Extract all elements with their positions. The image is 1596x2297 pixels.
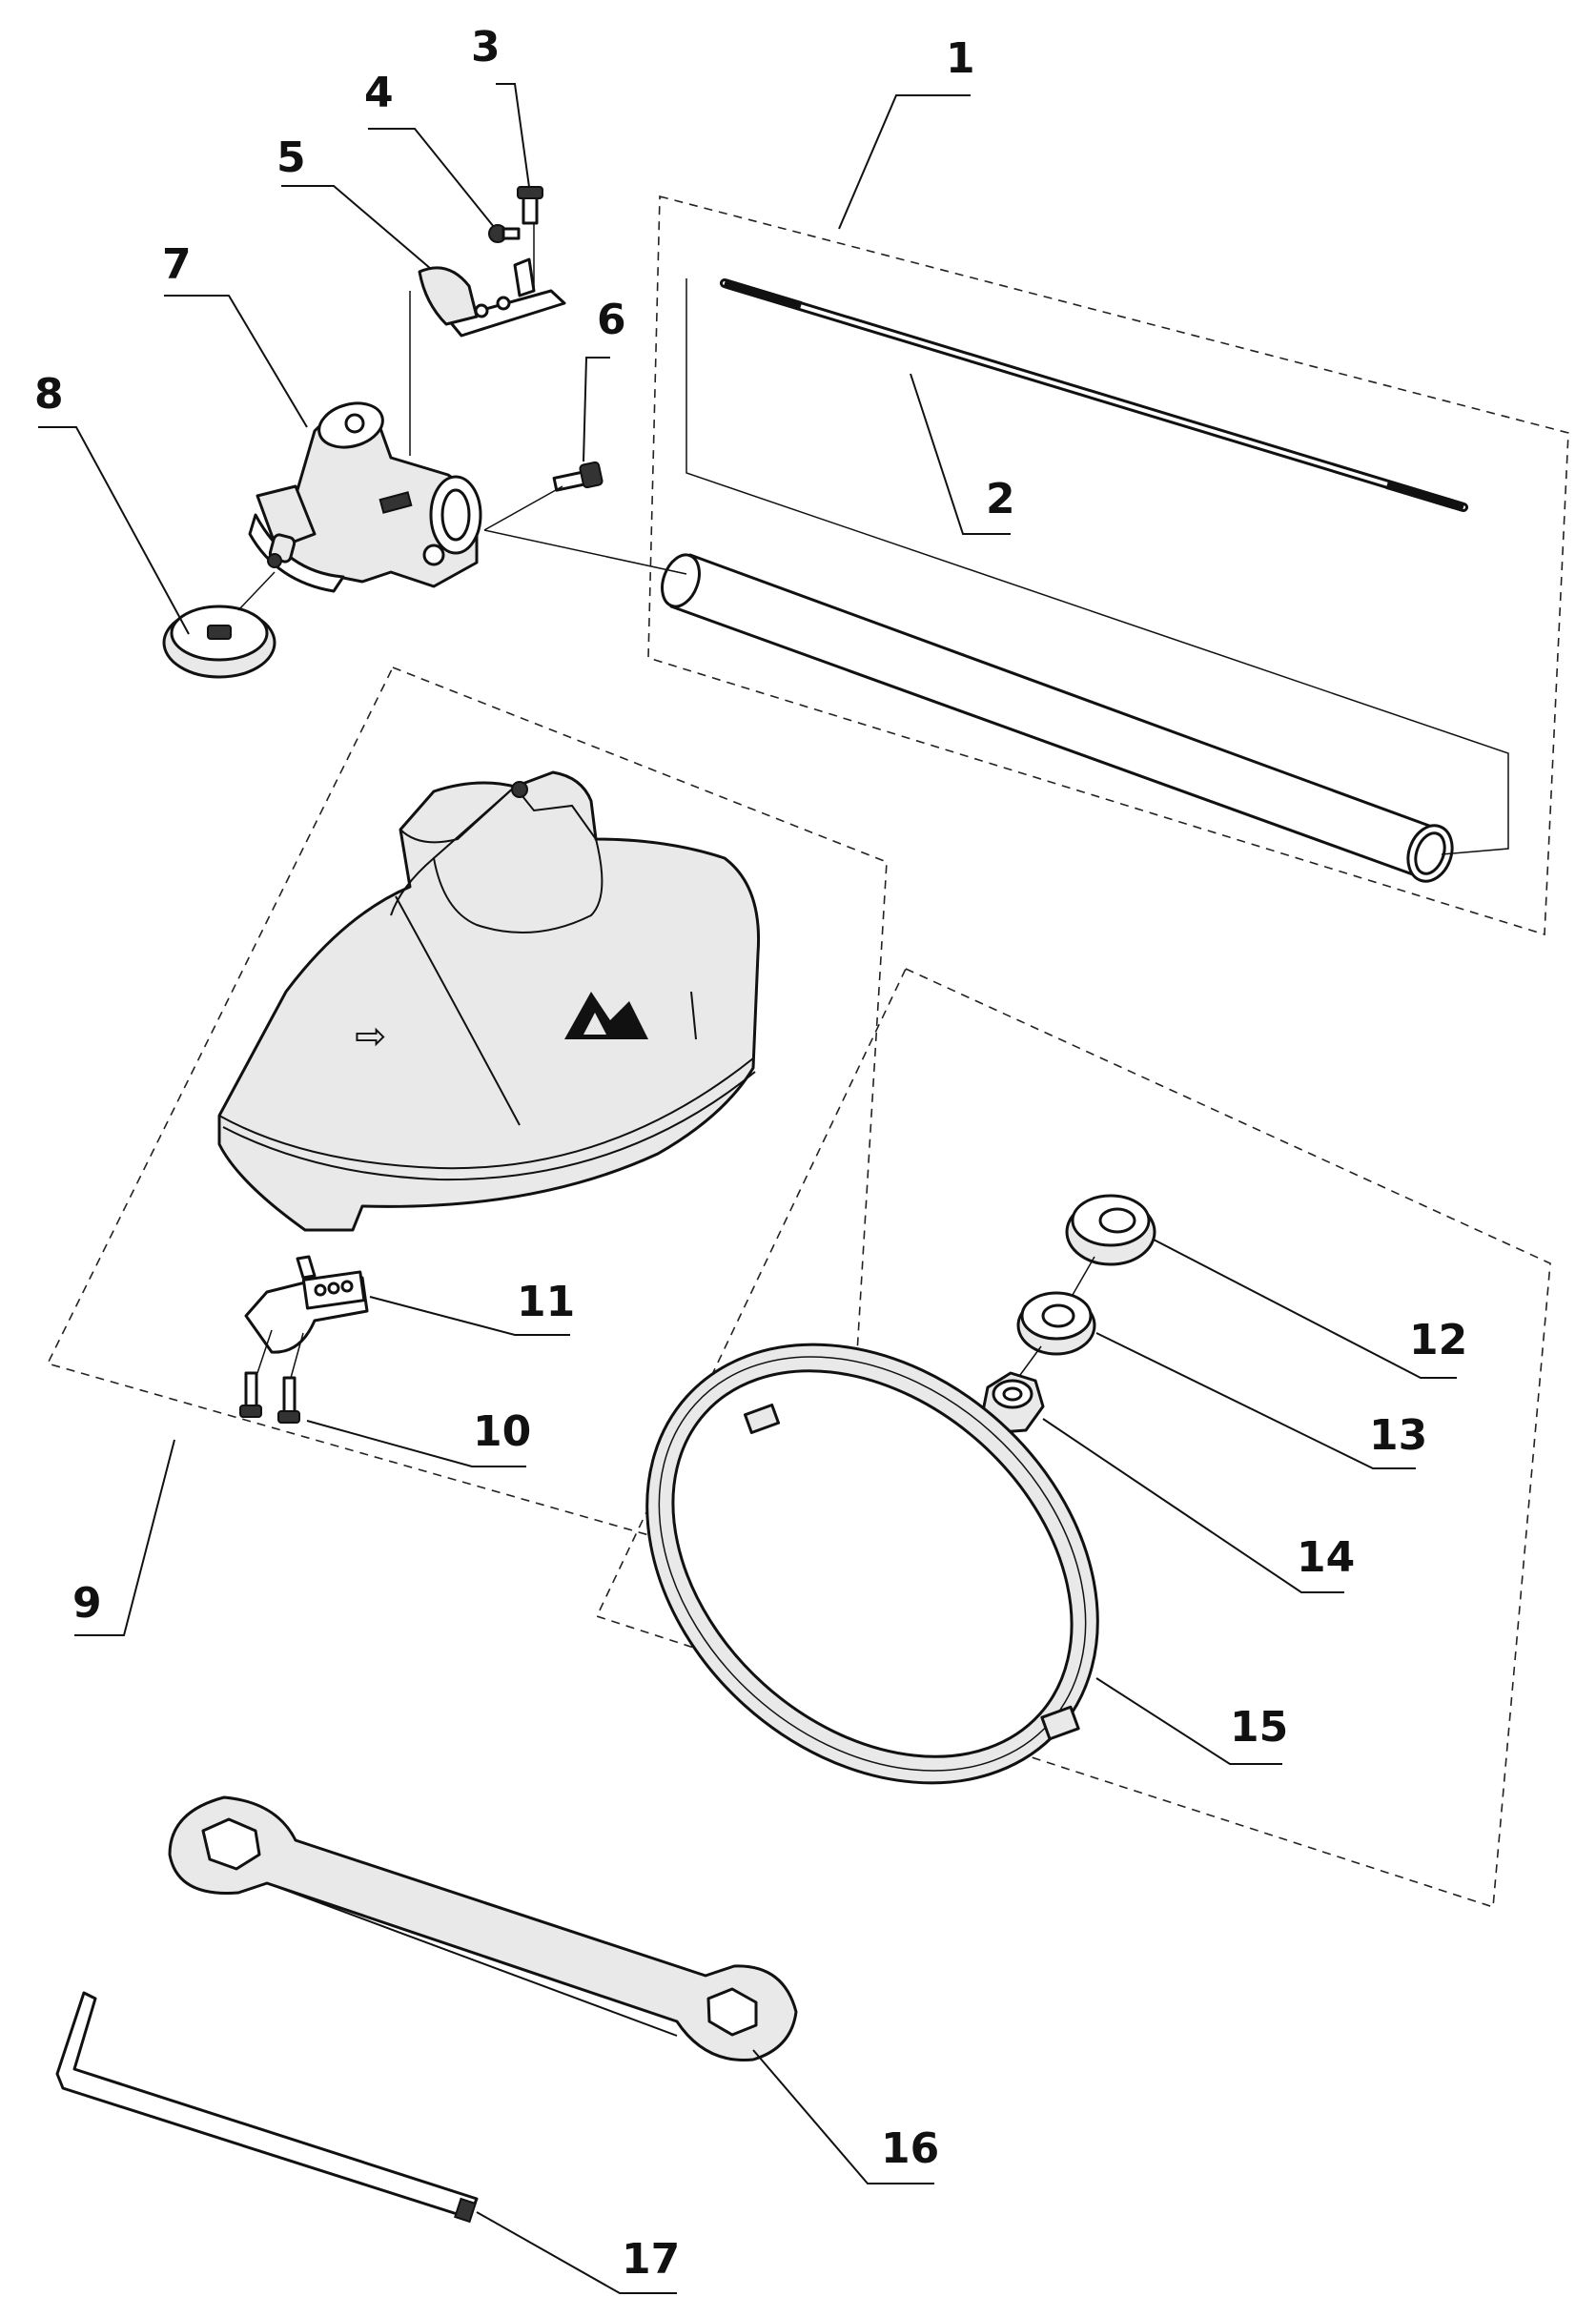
- label-part-11: 11: [517, 1278, 575, 1326]
- label-part-17: 17: [622, 2235, 680, 2284]
- label-part-10: 10: [473, 1407, 531, 1456]
- label-part-15: 15: [1230, 1703, 1288, 1752]
- bolt-6: [552, 461, 604, 492]
- clamp-bracket: [418, 257, 566, 338]
- label-part-6: 6: [597, 296, 626, 344]
- drive-shaft: [720, 278, 1468, 512]
- rotation-arrow-icon: ⇨: [355, 1015, 387, 1058]
- screw-3: [517, 186, 543, 225]
- guard-ring: [645, 1343, 1099, 1785]
- label-part-7: 7: [162, 240, 192, 289]
- brand-logo: [564, 992, 648, 1039]
- trimmer-guard: ⇨: [217, 770, 761, 1232]
- label-part-16: 16: [881, 2124, 939, 2173]
- line-cutter-blade: [244, 1255, 369, 1354]
- guard-group-box: [46, 666, 888, 1592]
- spacer-ring: [1016, 1291, 1096, 1356]
- label-part-14: 14: [1297, 1533, 1355, 1582]
- lock-nut: [980, 1371, 1045, 1434]
- screw-4: [488, 224, 521, 243]
- blade-screws: [239, 1371, 300, 1424]
- label-part-12: 12: [1409, 1316, 1467, 1364]
- shaft-group-box: [647, 195, 1569, 936]
- label-part-9: 9: [72, 1579, 102, 1628]
- label-part-8: 8: [34, 370, 64, 419]
- label-part-5: 5: [276, 133, 306, 182]
- shaft-tube: [661, 553, 1454, 883]
- drive-cup: [162, 605, 276, 679]
- allen-key: [55, 1991, 479, 2224]
- cap-washer: [1065, 1194, 1156, 1266]
- label-part-4: 4: [364, 69, 394, 117]
- box-wrench: [168, 1795, 798, 2061]
- gear-head: [248, 401, 482, 593]
- label-part-2: 2: [986, 475, 1015, 523]
- label-part-1: 1: [946, 34, 975, 83]
- label-part-13: 13: [1369, 1411, 1427, 1460]
- label-part-3: 3: [471, 23, 501, 72]
